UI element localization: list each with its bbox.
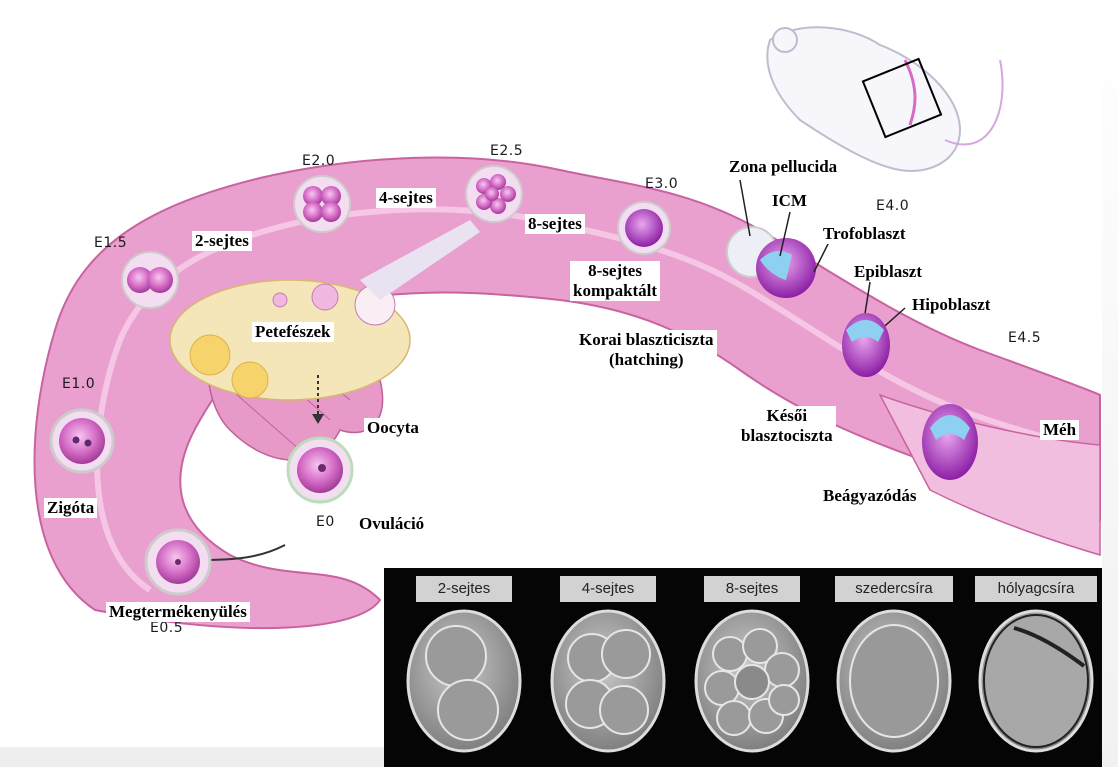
- mouse-sketch: [767, 27, 1002, 171]
- stage-e4-0: E4.0: [876, 198, 909, 214]
- implanting-blastocyst: [922, 404, 978, 480]
- label-zygote: Zigóta: [44, 498, 97, 518]
- label-zona-pellucida: Zona pellucida: [726, 157, 840, 177]
- label-fertilization: Megtermékenyülés: [106, 602, 250, 622]
- photo-tile: 2-sejtes: [400, 576, 528, 764]
- label-early-blastocyst: Korai blaszticiszta (hatching): [576, 330, 717, 370]
- photo-4-cell: [546, 606, 670, 756]
- photo-tile: szedercsíra: [830, 576, 958, 764]
- bottom-band: [0, 747, 384, 767]
- stage-e1-0: E1.0: [62, 376, 95, 392]
- stage-e1-5: E1.5: [94, 235, 127, 251]
- photo-label: 4-sejtes: [560, 576, 656, 602]
- label-8-cell-compacted: 8-sejtes kompaktált: [570, 261, 660, 301]
- four-cell-embryo: [294, 176, 350, 232]
- stage-e4-5: E4.5: [1008, 330, 1041, 346]
- photo-label: 8-sejtes: [704, 576, 800, 602]
- label-late-blastocyst-line2: blasztociszta: [741, 426, 833, 446]
- label-early-blastocyst-line2: (hatching): [579, 350, 714, 370]
- label-late-blastocyst: Késői blasztociszta: [738, 406, 836, 446]
- late-blastocyst: [842, 313, 890, 377]
- label-8-cell-compacted-line2: kompaktált: [573, 281, 657, 301]
- label-uterus: Méh: [1040, 420, 1079, 440]
- photo-tile: 8-sejtes: [688, 576, 816, 764]
- photo-2-cell: [402, 606, 526, 756]
- label-8-cell: 8-sejtes: [525, 214, 585, 234]
- photo-morula: [832, 606, 956, 756]
- zygote-cell: [51, 410, 113, 472]
- label-implantation: Beágyazódás: [820, 486, 920, 506]
- label-ovary: Petefészek: [252, 322, 334, 342]
- label-oocyte: Oocyta: [364, 418, 422, 438]
- oocyte-cell: [288, 438, 352, 502]
- compacted-embryo: [618, 202, 670, 254]
- photo-blastocyst: [974, 606, 1098, 756]
- label-hipoblaszt: Hipoblaszt: [909, 295, 993, 315]
- photo-label: szedercsíra: [835, 576, 953, 602]
- right-edge-band: [1102, 0, 1118, 767]
- photo-label: hólyagcsíra: [975, 576, 1097, 602]
- label-4-cell: 4-sejtes: [376, 188, 436, 208]
- label-2-cell: 2-sejtes: [192, 231, 252, 251]
- photo-8-cell: [690, 606, 814, 756]
- stage-e2-5: E2.5: [490, 143, 523, 159]
- label-8-cell-compacted-line1: 8-sejtes: [573, 261, 657, 281]
- label-icm: ICM: [769, 191, 810, 211]
- fertilized-egg-cell: [146, 530, 210, 594]
- label-early-blastocyst-line1: Korai blaszticiszta: [579, 330, 714, 350]
- label-late-blastocyst-line1: Késői: [741, 406, 833, 426]
- two-cell-embryo: [122, 252, 178, 308]
- stage-e0: E0: [316, 514, 335, 530]
- eight-cell-embryo: [466, 166, 522, 222]
- photo-label: 2-sejtes: [416, 576, 512, 602]
- label-ovulation: Ovuláció: [356, 514, 427, 534]
- stage-e2-0: E2.0: [302, 153, 335, 169]
- embryo-photo-strip: 2-sejtes 4-sejtes 8-sejtes: [384, 568, 1102, 767]
- photo-tile: hólyagcsíra: [972, 576, 1100, 764]
- label-epiblaszt: Epiblaszt: [851, 262, 925, 282]
- photo-tile: 4-sejtes: [544, 576, 672, 764]
- stage-e3-0: E3.0: [645, 176, 678, 192]
- stage-e0-5: E0.5: [150, 620, 183, 636]
- label-trofoblaszt: Trofoblaszt: [820, 224, 908, 244]
